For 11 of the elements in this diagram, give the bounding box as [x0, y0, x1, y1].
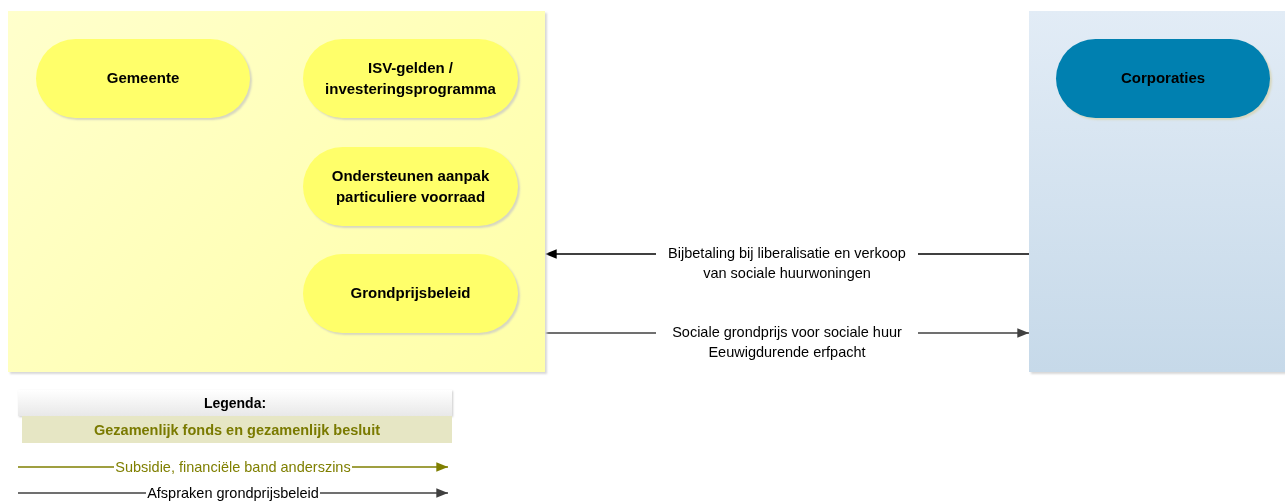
legend-label: Afspraken grondprijsbeleid	[146, 485, 320, 501]
actor-pill: Corporaties	[1056, 39, 1270, 118]
legend-title: Legenda:	[18, 390, 452, 416]
process-pill: ISV-gelden / investeringsprogramma	[303, 39, 518, 118]
process-pill: Grondprijsbeleid	[303, 254, 518, 333]
actor-pill: Gemeente	[36, 39, 250, 118]
group-panel	[1029, 11, 1285, 372]
legend-label: Gezamenlijk fonds en gezamenlijk besluit	[93, 421, 381, 438]
process-pill: Ondersteunen aanpak particuliere voorraad	[303, 147, 518, 226]
legend-label: Subsidie, financiële band anderszins	[114, 459, 352, 475]
group-panel	[8, 11, 545, 372]
